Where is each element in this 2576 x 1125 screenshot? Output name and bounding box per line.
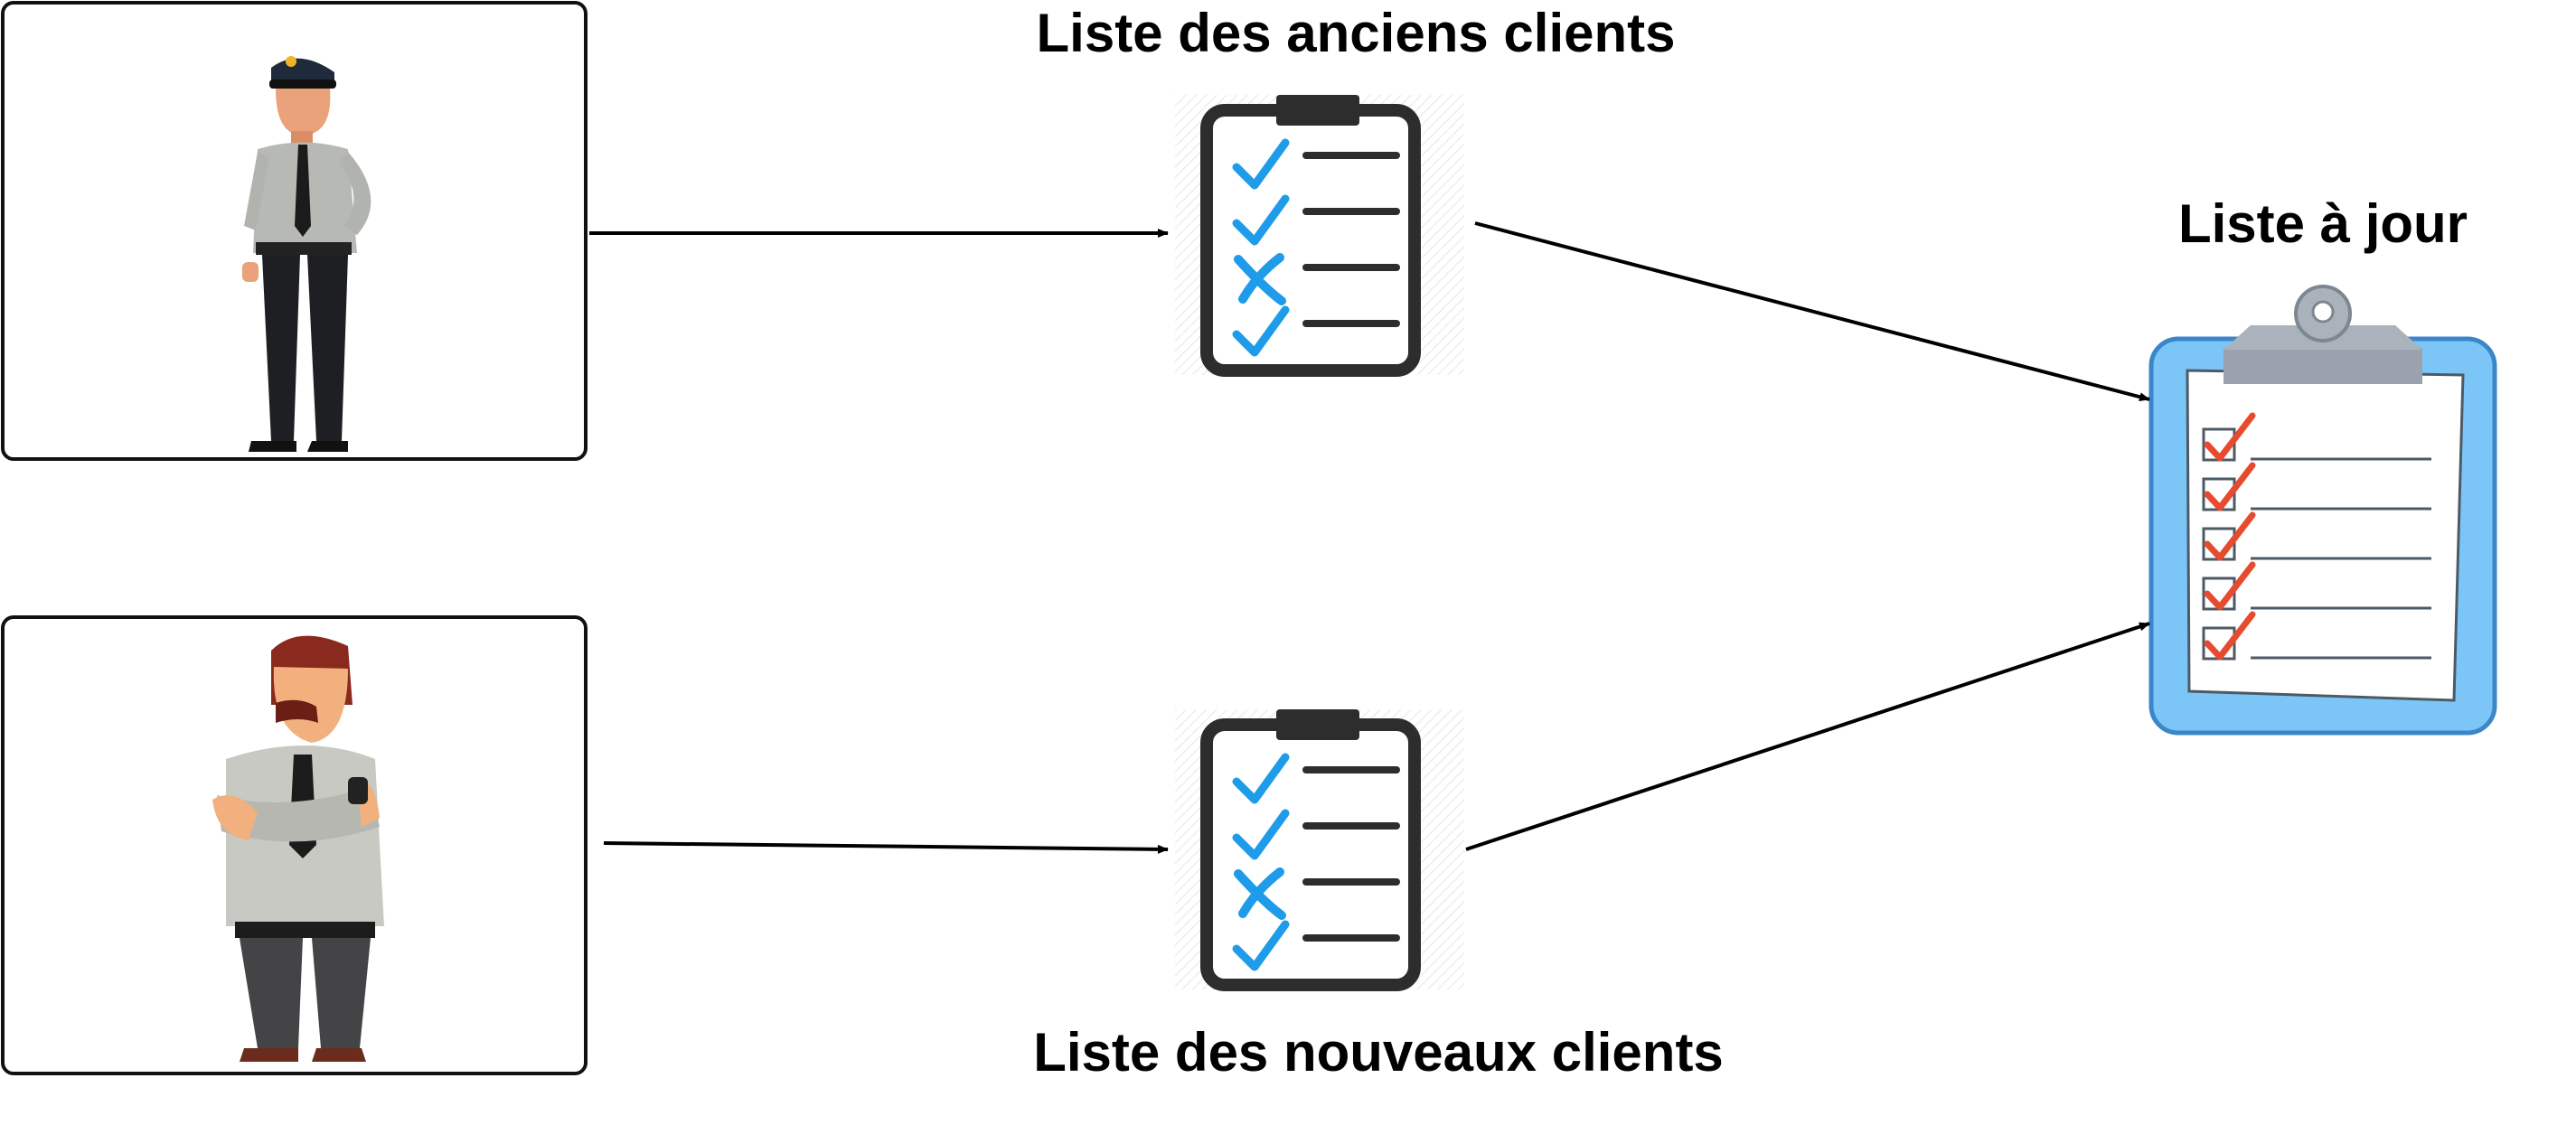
checklist-new-icon — [1175, 709, 1464, 991]
arrow-new-list-to-updated — [1465, 622, 2150, 851]
clipboard-checklist-icon — [2148, 285, 2497, 736]
updated-list-label: Liste à jour — [2178, 193, 2468, 254]
guard-box-top — [1, 1, 588, 461]
new-list-label: Liste des nouveaux clients — [1033, 1022, 1724, 1083]
arrow-guard2-to-new-list — [603, 841, 1169, 854]
old-list-label: Liste des anciens clients — [1037, 3, 1676, 63]
security-guard-arms-crossed-icon — [212, 635, 384, 1062]
checklist-old-icon — [1175, 95, 1464, 377]
arrow-old-list-to-updated — [1474, 221, 2150, 402]
security-guard-standing-icon — [242, 56, 371, 452]
guard-box-bottom — [1, 615, 588, 1075]
arrows — [589, 221, 2150, 854]
